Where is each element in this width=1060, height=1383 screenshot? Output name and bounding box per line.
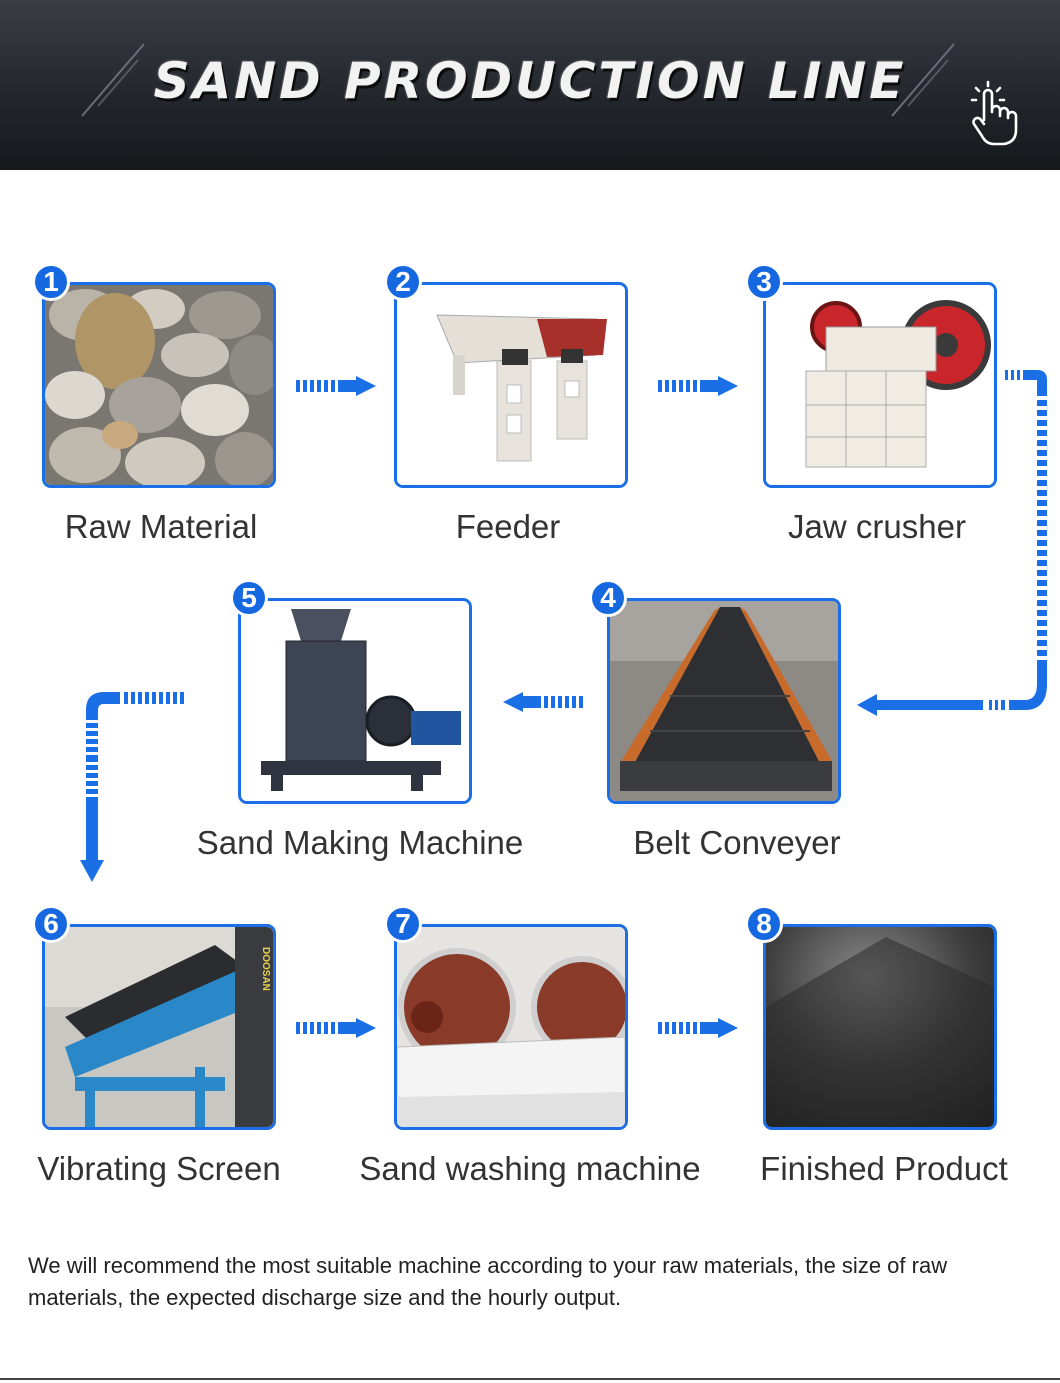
arrow-step3-to-step4	[857, 370, 1047, 716]
feeder-machine-image	[397, 285, 625, 485]
step-5-label: Sand Making Machine	[196, 824, 524, 861]
step-6-number-badge: 6	[32, 905, 70, 943]
step-2-image	[394, 282, 628, 488]
step-5-image	[238, 598, 472, 804]
step-8-number-badge: 8	[745, 905, 783, 943]
arrow-step1-to-step2	[296, 376, 376, 396]
sand-making-machine-image	[241, 601, 469, 801]
recommendation-text: We will recommend the most suitable mach…	[28, 1253, 948, 1310]
arrow-step5-to-step6	[80, 692, 184, 882]
decor-slash-left	[81, 43, 145, 117]
step-7-image	[394, 924, 628, 1130]
arrow-step7-to-step8	[658, 1018, 738, 1038]
belt-conveyor-image	[610, 601, 838, 801]
page-title: SAND PRODUCTION LINE	[153, 52, 907, 110]
step-4-number-badge: 4	[589, 579, 627, 617]
step-3-label: Jaw crusher	[788, 508, 966, 545]
step-3-number-badge: 3	[745, 263, 783, 301]
step-7-number-badge: 7	[384, 905, 422, 943]
sand-washing-machine-image	[397, 927, 625, 1127]
pebbles-image	[45, 285, 273, 485]
finished-sand-image	[766, 927, 994, 1127]
step-2-label: Feeder	[455, 508, 561, 545]
step-6-label: Vibrating Screen	[37, 1150, 281, 1187]
step-4-label: Belt Conveyer	[633, 824, 841, 861]
step-8-image	[763, 924, 997, 1130]
vibrating-screen-image: DOOSAN	[45, 927, 273, 1127]
arrow-step2-to-step3	[658, 376, 738, 396]
hand-pointer-icon[interactable]	[962, 80, 1032, 148]
step-8-label: Finished Product	[760, 1150, 1008, 1187]
step-1-image	[42, 282, 276, 488]
step-5-number-badge: 5	[230, 579, 268, 617]
step-1-label: Raw Material	[64, 508, 258, 545]
jaw-crusher-image	[766, 285, 994, 485]
step-2-number-badge: 2	[384, 263, 422, 301]
svg-text:DOOSAN: DOOSAN	[260, 947, 271, 991]
step-6-image: DOOSAN	[42, 924, 276, 1130]
step-1-number-badge: 1	[32, 263, 70, 301]
arrow-step6-to-step7	[296, 1018, 376, 1038]
header-banner: SAND PRODUCTION LINE	[0, 0, 1060, 170]
step-7-label: Sand washing machine	[359, 1150, 701, 1187]
decor-slash-right	[891, 43, 955, 117]
arrow-step4-to-step5	[503, 692, 583, 712]
step-4-image	[607, 598, 841, 804]
bottom-divider	[0, 1378, 1060, 1380]
step-3-image	[763, 282, 997, 488]
